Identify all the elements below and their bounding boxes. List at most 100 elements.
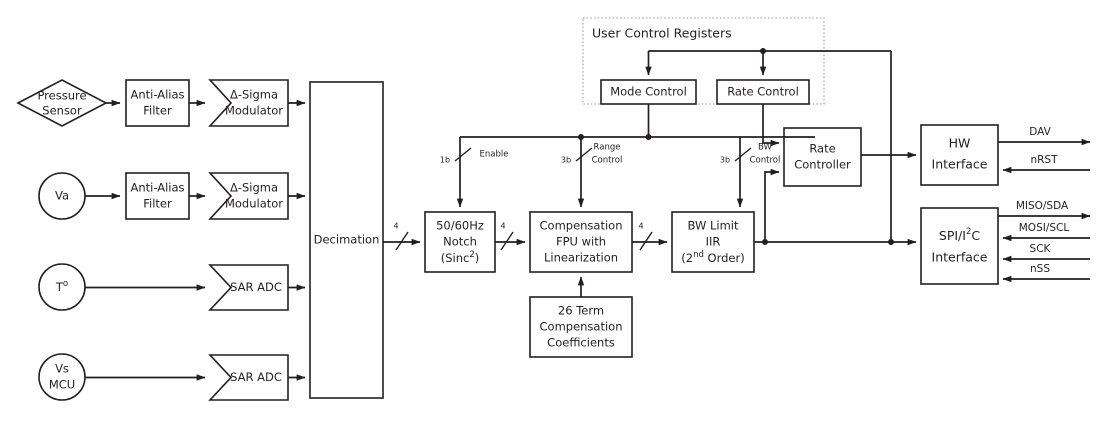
decimation-block[interactable]: Decimation <box>309 81 384 399</box>
compensation-coefficients-shape <box>529 296 633 358</box>
anti-alias-filter-1-label-line2: Filter <box>143 104 172 118</box>
source-va[interactable]: Va <box>38 172 86 220</box>
compensation-fpu-label-line3: Linearization <box>544 251 618 265</box>
bw-limit-label-line3: (2nd Order) <box>681 250 744 265</box>
anti-alias-filter-1[interactable]: Anti-Alias Filter <box>125 79 190 127</box>
spi-i2c-interface-block[interactable]: SPI/I2C Interface <box>920 207 999 285</box>
enable-slash <box>454 147 472 162</box>
notch-filter-label-line1: 50/60Hz <box>436 219 484 233</box>
bus-slash-2 <box>500 231 514 251</box>
bw-limit-label-line2: IIR <box>706 235 721 249</box>
notch-filter-shape <box>424 211 496 273</box>
rate-control-label: Rate Control <box>727 85 799 99</box>
rate-control-block[interactable]: Rate Control <box>716 79 810 105</box>
rate-controller-label-line2: Controller <box>794 158 851 172</box>
delta-sigma-modulator-1-label-line1: Δ-Sigma <box>230 88 278 102</box>
delta-sigma-modulator-2-shape <box>208 172 289 220</box>
bw-limit-label-line1: BW Limit <box>687 219 739 233</box>
output-bus <box>754 151 917 246</box>
coefficients-label-line1: 26 Term <box>558 304 604 318</box>
anti-alias-filter-2[interactable]: Anti-Alias Filter <box>125 172 190 220</box>
bus-slash-1 <box>395 231 409 251</box>
range-slash <box>575 147 593 162</box>
spi-i2c-interface-shape <box>920 207 999 285</box>
hw-interface-shape <box>920 124 999 186</box>
user-control-registers-group: User Control Registers <box>582 17 825 105</box>
sar-adc-2-shape <box>208 354 289 401</box>
bw-control-label-line1: BW <box>758 143 773 153</box>
anti-alias-filter-2-label-line2: Filter <box>143 197 172 211</box>
notch-filter-block[interactable]: 50/60Hz Notch (Sinc2) <box>424 211 496 273</box>
nrst-label: nRST <box>1030 154 1058 166</box>
user-control-registers-label: User Control Registers <box>592 26 732 41</box>
bus-slash-3 <box>639 231 653 251</box>
hw-interface-io: DAV nRST <box>998 126 1091 174</box>
vs-mcu-label-line2: MCU <box>49 378 75 392</box>
bw-limit-iir-block[interactable]: BW Limit IIR (2nd Order) <box>671 211 755 273</box>
bw-control-label-line2: Control <box>750 156 781 166</box>
anti-alias-filter-2-label-line1: Anti-Alias <box>130 181 184 195</box>
sck-label: SCK <box>1030 243 1052 255</box>
coefficients-label-line2: Compensation <box>540 320 623 334</box>
compensation-coefficients-block[interactable]: 26 Term Compensation Coefficients <box>529 296 633 358</box>
hw-interface-block[interactable]: HW Interface <box>920 124 999 186</box>
delta-sigma-modulator-1-label-line2: Modulator <box>225 104 283 118</box>
sar-adc-2-label: SAR ADC <box>230 370 282 384</box>
coefficients-label-line3: Coefficients <box>547 336 615 350</box>
bw-slash <box>734 147 752 162</box>
pressure-sensor-label-line1: Pressure <box>37 89 86 103</box>
main-bus-path: 4 4 4 <box>383 222 668 251</box>
mode-control-bus <box>456 104 815 208</box>
sar-adc-2[interactable]: SAR ADC <box>208 354 289 401</box>
temperature-label: To <box>55 279 68 294</box>
delta-sigma-modulator-1-shape <box>208 79 289 127</box>
spi-i2c-interface-label-line1: SPI/I2C <box>939 227 980 243</box>
bw-bit-width: 3b <box>720 156 730 165</box>
junction-dot-mode <box>645 134 652 140</box>
mode-control-label: Mode Control <box>610 85 687 99</box>
range-control-label-line1: Range <box>594 143 621 153</box>
delta-sigma-modulator-2-label-line1: Δ-Sigma <box>230 181 278 195</box>
source-vs-mcu[interactable]: Vs MCU <box>38 353 86 401</box>
junction-dot-output-bus <box>762 239 768 245</box>
miso-sda-label: MISO/SDA <box>1016 200 1069 212</box>
pressure-sensor-label-line2: Sensor <box>42 104 82 118</box>
source-temperature[interactable]: To <box>38 263 86 311</box>
hw-interface-label-line1: HW <box>949 136 971 151</box>
vs-mcu-label-line1: Vs <box>55 362 69 376</box>
mode-control-shape <box>600 79 697 105</box>
source-pressure-sensor[interactable]: Pressure Sensor <box>16 79 108 127</box>
spi-i2c-interface-label-line2: Interface <box>932 250 988 265</box>
enable-label: Enable <box>480 150 509 160</box>
range-bit-width: 3b <box>561 156 571 165</box>
delta-sigma-modulator-2[interactable]: Δ-Sigma Modulator <box>208 172 289 220</box>
range-control-label-line2: Control <box>592 156 623 166</box>
dav-label: DAV <box>1029 126 1051 138</box>
sar-adc-1[interactable]: SAR ADC <box>208 264 289 311</box>
notch-filter-label-line2: Notch <box>443 235 477 249</box>
decimation-label: Decimation <box>314 233 380 247</box>
enable-bit-width: 1b <box>440 156 450 165</box>
spi-i2c-interface-io: MISO/SDA MOSI/SCL SCK nSS <box>998 200 1091 283</box>
compensation-fpu-label-line2: FPU with <box>556 235 606 249</box>
anti-alias-filter-2-shape <box>125 172 190 220</box>
control-annotations: 1b Enable 3b Range Control 3b BW Control <box>440 143 780 166</box>
rate-control-shape <box>716 79 810 105</box>
rate-control-path <box>762 104 780 147</box>
sar-adc-1-shape <box>208 264 289 311</box>
delta-sigma-modulator-1[interactable]: Δ-Sigma Modulator <box>208 79 289 127</box>
decimation-shape <box>309 81 384 399</box>
compensation-fpu-label-line1: Compensation <box>540 219 623 233</box>
delta-sigma-modulator-2-label-line2: Modulator <box>225 197 283 211</box>
anti-alias-filter-1-shape <box>125 79 190 127</box>
notch-filter-label-line3: (Sinc2) <box>441 250 480 265</box>
junction-dot-feedback <box>760 48 766 54</box>
mosi-scl-label: MOSI/SCL <box>1019 222 1070 234</box>
register-feedback-bus <box>645 48 894 245</box>
bw-limit-iir-shape <box>671 211 755 273</box>
compensation-fpu-block[interactable]: Compensation FPU with Linearization <box>529 211 633 273</box>
mode-control-block[interactable]: Mode Control <box>600 79 697 105</box>
bus-width-label-3: 4 <box>638 222 643 231</box>
bus-width-label-2: 4 <box>500 222 505 231</box>
